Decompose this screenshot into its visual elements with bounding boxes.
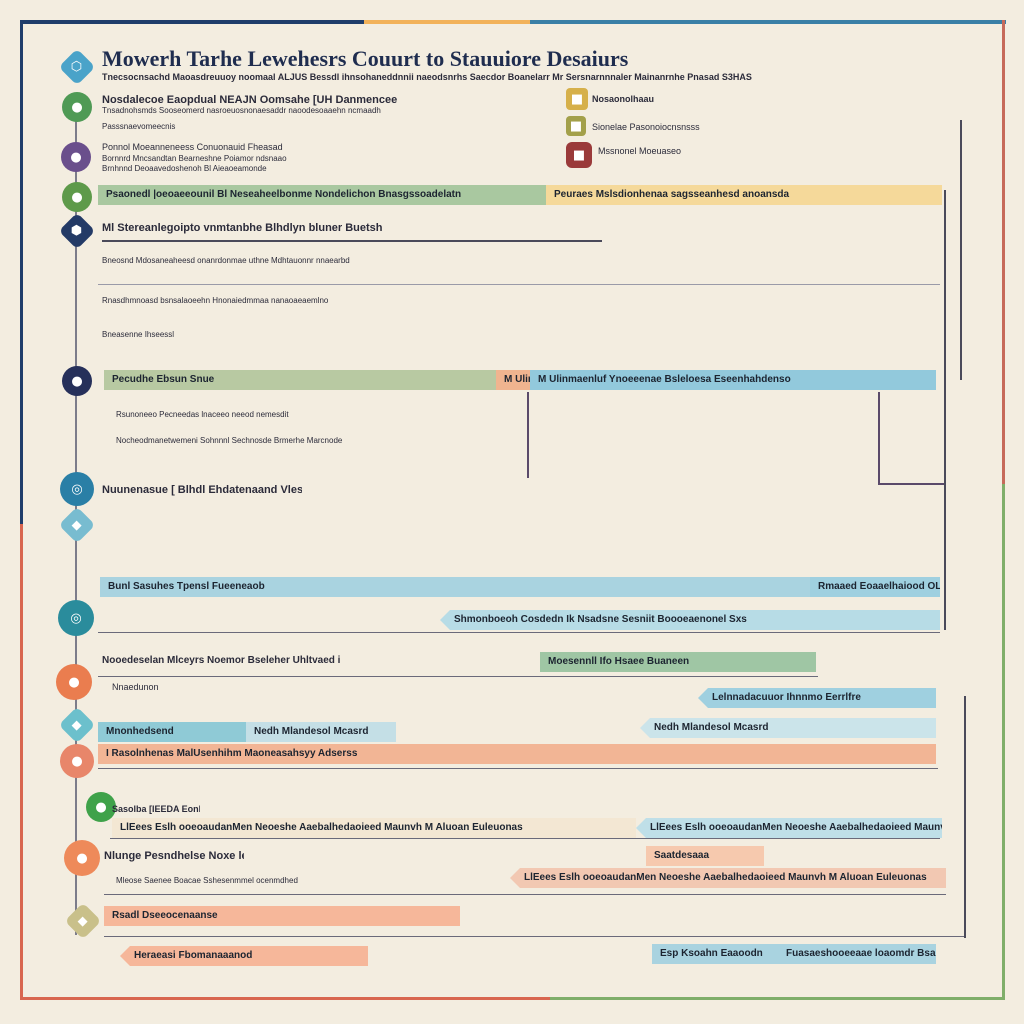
divider-6 (104, 894, 946, 895)
section-label-4: Rsunoneeo Pecneedas lnaceeo neeod nemesd… (116, 410, 289, 419)
node-olive-hex-icon: ◆ (64, 902, 102, 940)
right-note-1: Nosaonolhaau (592, 94, 655, 104)
bar-2: Peuraes Mslsdionhenaa sagsseanhesd anoan… (546, 185, 942, 205)
frame-top-right (530, 20, 1006, 24)
node-teal2-icon: ◎ (58, 600, 94, 636)
node-lightblue-hex-icon: ◆ (58, 506, 96, 544)
note-4: Bneasenne Ihseessl (102, 330, 175, 339)
badge-gold-icon: ■ (566, 88, 588, 110)
bar-12: Nedh Mlandesol Mcasrd (246, 722, 396, 742)
frame-right-top (1002, 20, 1005, 484)
bar-18: LlEees Eslh ooeoaudanMen Neoeshe Aaebalh… (510, 868, 946, 888)
node-navy-icon: ● (62, 366, 92, 396)
section-label-7: Sasolba [IEEDA Eonlioes] (112, 804, 200, 814)
divider-7 (104, 936, 964, 937)
connector-mid-2 (878, 392, 880, 484)
frame-left-bottom (20, 524, 23, 1000)
page-subtitle: Tnecsocnsachd Maoasdreuuoy noomaal ALJUS… (102, 72, 752, 82)
bar-4: M Ulinmaenluf Ynoeeenae Bsleloesa Eseenh… (496, 370, 530, 390)
node-coral-icon: ● (60, 744, 94, 778)
section-sub-8: Mleose Saenee Boacae Sshesenmmel ocenmdh… (116, 876, 298, 885)
section-label-2: Ponnol Moeanneneess Conuonauid Fheasad (102, 142, 283, 152)
section-label-8: Nlunge Pesndhelse Noxe le (104, 850, 244, 862)
node-green2-icon: ● (62, 182, 92, 212)
bar-16: LlEees Eslh ooeoaudanMen Neoeshe Aaebalh… (636, 818, 942, 838)
bar-15: LlEees Eslh ooeoaudanMen Neoeshe Aaebalh… (112, 818, 636, 838)
page-title: Mowerh Tarhe Lewehesrs Couurt to Stauuio… (102, 46, 629, 71)
bar-1: Psaonedl |oeoaeeounil Bl Neseaheelbonme … (98, 185, 546, 205)
node-purple-icon: ● (61, 142, 91, 172)
connector-right-2 (944, 190, 946, 630)
bar-5: M Ulinmaenluf Ynoeeenae Bsleloesa Eseenh… (530, 370, 936, 390)
connector-mid-3 (878, 483, 944, 485)
badge-maroon-icon: ■ (566, 142, 592, 168)
frame-bottom-left (20, 997, 550, 1000)
connector-mid-1 (527, 392, 529, 478)
connector-right-1 (960, 120, 962, 380)
section-label-3: Ml Stereanlegoipto vnmtanbhe Blhdlyn blu… (102, 222, 383, 234)
bar-14: I Rasolnhenas MalUsenhihm Maoneasahsyy A… (98, 744, 936, 764)
bar-17: Saatdesaaa (646, 846, 764, 866)
node-green-icon: ● (62, 92, 92, 122)
bar-8: Shmonboeoh Cosdedn Ik Nsadsne Sesniit Bo… (440, 610, 940, 630)
section-label-4b: Nocheodmanetwemeni Sohnnnl Sechnosde Brm… (116, 436, 343, 445)
node-cyan-hex-icon: ◆ (58, 706, 96, 744)
node-orange-icon: ● (56, 664, 92, 700)
section-label-1: Nosdalecoe Eaopdual NEAJN Oomsahe [UH Da… (102, 94, 398, 106)
note-3: Rnasdhmnoasd bsnsalaoeehn Hnonaiedmmaa n… (102, 296, 329, 305)
bar-22: Fuasaeshooeeaae loaomdr Bsarao (778, 944, 936, 964)
badge-olive-icon: ■ (566, 116, 586, 136)
right-note-3: Mssnonel Moeuaseo (598, 146, 682, 156)
right-note-2: Sionelae Pasonoiocnsnsss (592, 122, 700, 132)
divider-2 (98, 632, 940, 633)
bar-9: Moesennll Ifo Hsaee Buaneen (540, 652, 816, 672)
section-label-5: Nuunenasue [ Blhdl Ehdatenaand Vlesl (102, 484, 302, 496)
bar-19: Rsadl Dseeocenaanse (104, 906, 460, 926)
frame-bottom-right (550, 997, 1005, 1000)
node-teal-icon: ◎ (60, 472, 94, 506)
bar-21: Esp Ksoahn Eaaoodn (652, 944, 778, 964)
bar-6: Bunl Sasuhes Tpensl Fueeneaob (100, 577, 810, 597)
note-1: Passsnaevomeecnis (102, 122, 176, 131)
frame-left-top (20, 20, 23, 524)
bar-13: Nedh Mlandesol Mcasrd (640, 718, 936, 738)
frame-top-mid (364, 20, 530, 24)
note-2: Brnhnnd Deoaavedoshenoh Bl Aieaoeamonde (102, 164, 267, 173)
bar-7: Rmaaed Eoaaelhaiood OLUE Coon Benhdascha… (810, 577, 940, 597)
bar-10: Lelnnadacuuor Ihnnmo Eerrlfre (698, 688, 936, 708)
node-navy-hex-icon: ⬢ (58, 212, 96, 250)
frame-right-bottom (1002, 484, 1005, 1000)
node-brightgreen-icon: ● (86, 792, 116, 822)
divider-4 (98, 768, 938, 769)
section-sub-6: Nnaedunon (112, 682, 159, 692)
divider-1 (98, 284, 940, 285)
node-hex-blue-icon: ⬡ (58, 48, 96, 86)
section-sub-1: Tnsadnohsmds Sooseomerd nasroeuosnonaesa… (102, 106, 381, 115)
section-sub-3: Bneosnd Mdosaneaheesd onanrdonmae uthne … (102, 256, 350, 265)
node-peach-icon: ● (64, 840, 100, 876)
connector-left-1 (102, 240, 602, 242)
frame-top-left (20, 20, 364, 24)
divider-5 (110, 838, 940, 839)
section-label-6: Nooedeselan Mlceyrs Noemor Bseleher Uhlt… (102, 655, 342, 666)
bar-11: Mnonhedsend (98, 722, 246, 742)
bar-20: Heraeasi Fbomanaaanod (120, 946, 368, 966)
connector-right-3 (964, 696, 966, 938)
section-sub-2: Bornnrd Mncsandtan Bearneshne Poiamor nd… (102, 154, 287, 163)
divider-3 (98, 676, 818, 677)
bar-3: Pecudhe Ebsun Snue (104, 370, 496, 390)
